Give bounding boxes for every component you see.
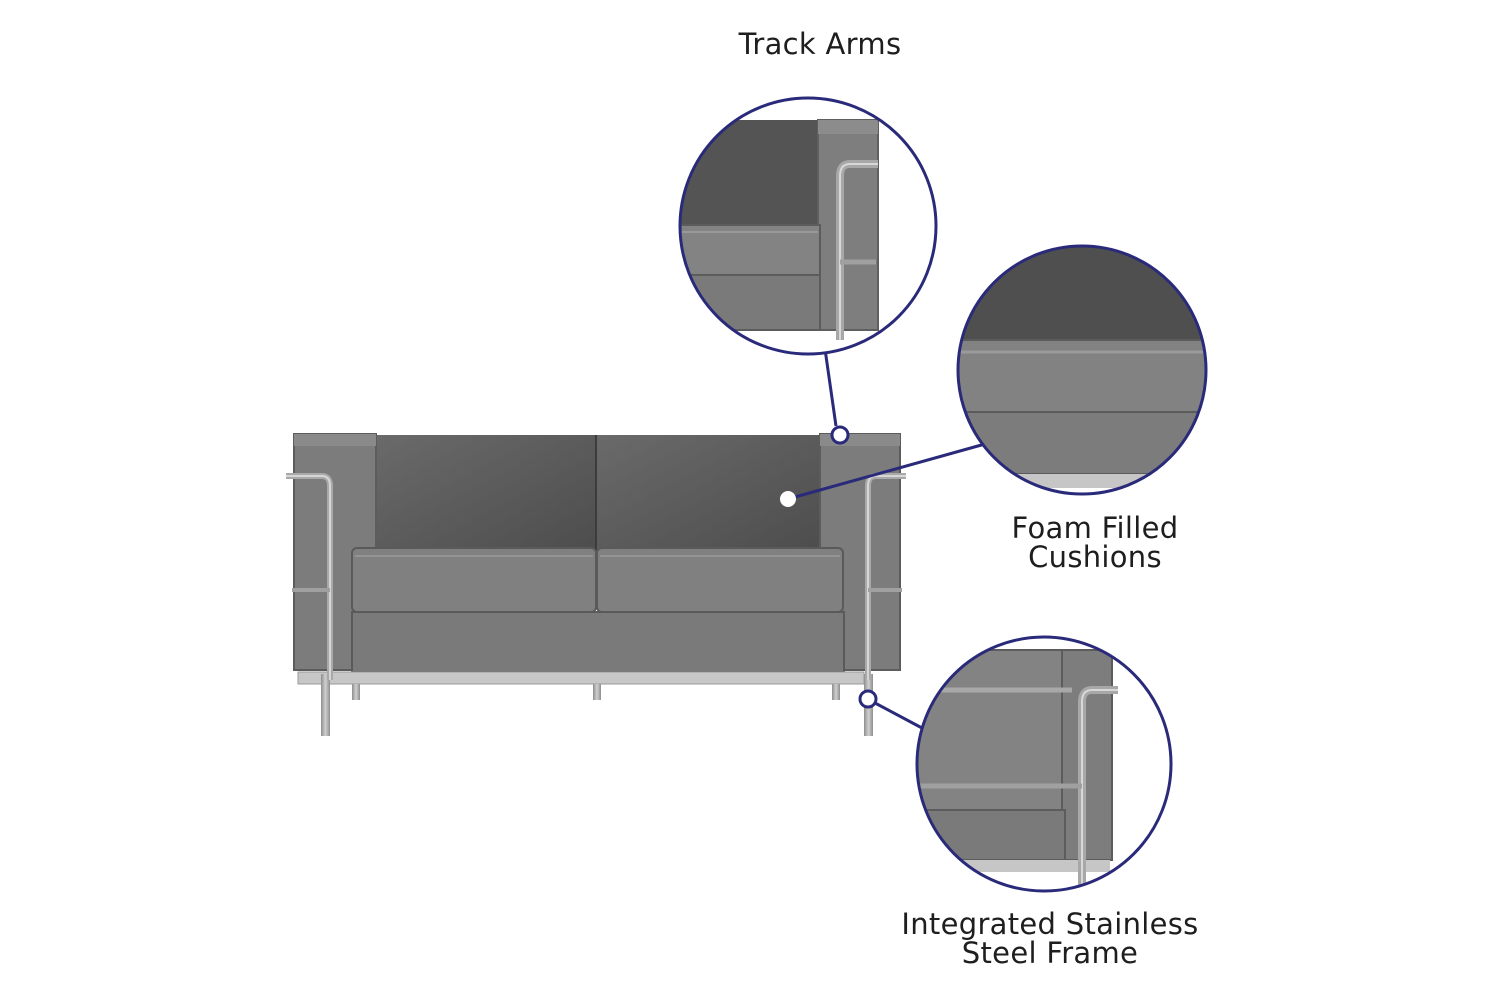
callout-dot-steel-frame [858,689,878,709]
seat-cushion-left [351,547,597,613]
sofa-back-right-panel [597,435,819,551]
zoom-circle-steel-frame [915,635,1173,893]
seat-cushion-right [596,547,844,613]
frame-leg [321,674,330,736]
sofa-base [351,611,845,673]
loveseat [286,433,906,736]
callout-dot-foam-cushions [780,491,796,507]
callout-label-line: Cushions [1028,540,1162,574]
zoom-circle-foam-cushions [956,244,1208,496]
callout-label-line: Foam Filled [1011,511,1179,545]
callout-label-foam-cushions: Foam Filled Cushions [960,514,1230,572]
callout-label-line: Steel Frame [961,936,1139,970]
callout-label-line: Integrated Stainless [901,907,1199,941]
callout-label-track-arms: Track Arms [660,30,980,59]
frame-leg [832,684,840,700]
callout-label-steel-frame: Integrated Stainless Steel Frame [840,910,1260,968]
sofa-back-left-panel [377,435,595,551]
zoom-circle-track-arms [678,96,938,356]
frame-leg [593,684,601,700]
callout-dot-track-arms [830,425,850,445]
frame-bottom-rail [297,671,865,685]
leader-line-foam-cushions [794,442,986,499]
callout-label-line: Track Arms [738,27,902,61]
leader-line-steel-frame [874,701,923,730]
frame-leg [352,684,360,700]
